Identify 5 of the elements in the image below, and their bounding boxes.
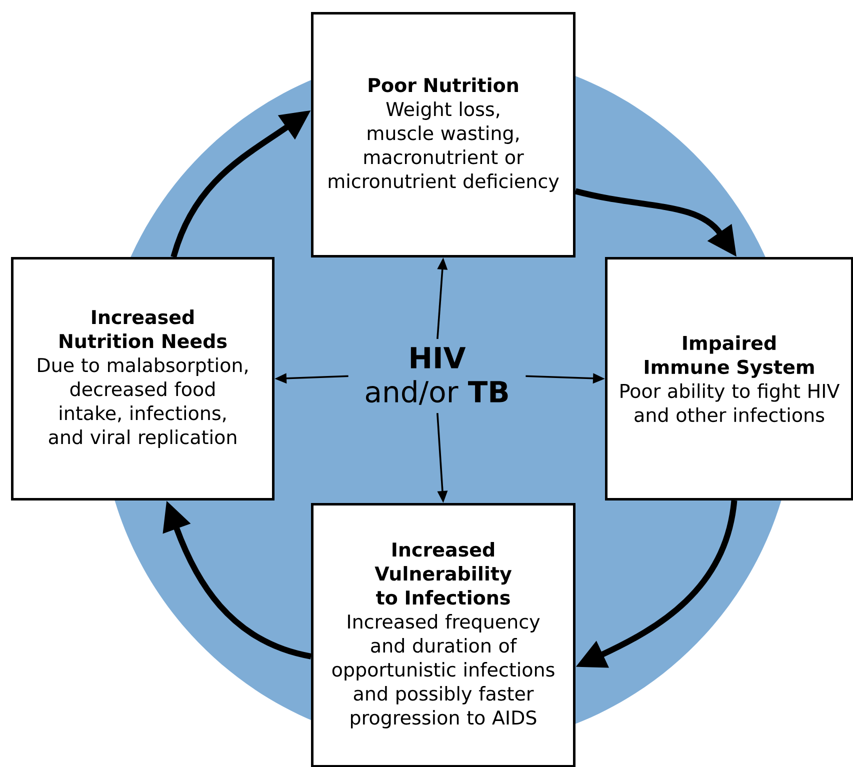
center-label: HIV and/or TB: [366, 347, 508, 405]
text-box: Increased Vulnerability to Infections Increased frequency and duration of opportunistic infections and possibly faster progression to AIDS: [311, 503, 576, 767]
text-box: Increased Nutrition Needs Due to malabsorption, decreased food intake, infections, and viral replication: [11, 257, 274, 500]
text-box: Poor Nutrition Weight loss, muscle wasting, macronutrient or micronutrient deficiency: [311, 12, 576, 258]
text-box: Impaired Immune System Poor ability to fight HIV and other infections: [605, 257, 853, 500]
